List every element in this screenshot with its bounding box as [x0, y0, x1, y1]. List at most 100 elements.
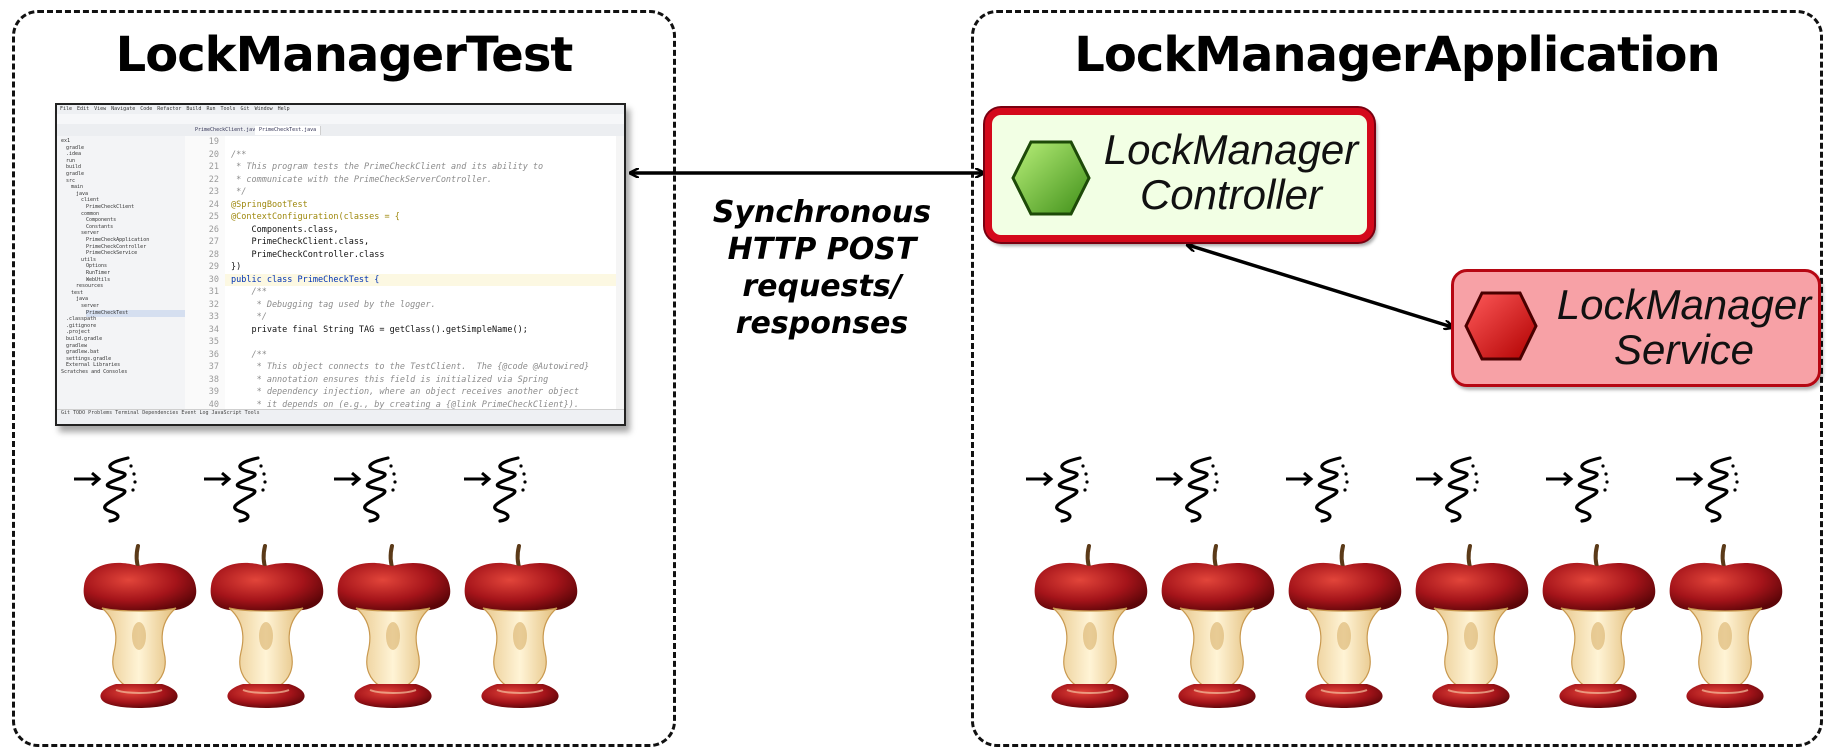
ide-tree-item: gradle — [66, 144, 85, 151]
ide-line-number: 35 — [208, 337, 219, 347]
test-panel: LockManagerTest — [12, 10, 676, 747]
ide-line-number: 38 — [208, 374, 219, 385]
controller-label-line: Controller — [1139, 171, 1323, 219]
ide-menu-item: Build — [186, 106, 202, 112]
ide-tree-item: utils — [81, 256, 97, 263]
ide-code-line: * annotation ensures this field is initi… — [231, 374, 549, 385]
ide-menu-item: Navigate — [111, 106, 136, 112]
ide-line-number: 22 — [208, 174, 219, 185]
ide-tree-item: PrimeCheckTest — [86, 309, 185, 317]
ide-tree-item: common — [81, 210, 100, 217]
ide-code-line: public class PrimeCheckTest { — [231, 274, 380, 285]
service-label-line: Service — [1613, 326, 1755, 374]
protocol-label: Synchronous HTTP POST requests/ response… — [706, 194, 938, 342]
thread-squiggle-icon — [204, 456, 267, 523]
ide-tree-item: server — [81, 303, 100, 309]
ide-menu-item: View — [94, 106, 107, 112]
ide-current-line-highlight — [225, 273, 616, 286]
ide-tree-item: PrimeCheckClient — [86, 204, 135, 210]
ide-menu-item: Code — [140, 106, 153, 112]
ide-statusbar: Git TODO Problems Terminal Dependencies … — [57, 409, 624, 424]
thread-squiggle-icon — [74, 456, 137, 523]
protocol-line: HTTP POST — [727, 232, 917, 267]
ide-code-line: * communicate with the PrimeCheckServerC… — [231, 174, 492, 185]
eaten-apple-core-icon — [1161, 544, 1275, 708]
ide-line-number: 34 — [208, 324, 219, 335]
ide-tree-item: server — [81, 230, 100, 237]
service-label: LockManager Service — [1544, 282, 1824, 373]
ide-menu-item: Help — [277, 106, 290, 112]
ide-code-line: * it depends on (e.g., by creating a {@l… — [231, 399, 579, 410]
ide-tree-item: .project — [66, 329, 91, 336]
ide-line-number: 27 — [208, 237, 219, 247]
eaten-apple-core-icon — [337, 544, 451, 708]
controller-label-line: LockManager — [1103, 126, 1359, 173]
ide-line-number: 36 — [208, 349, 219, 360]
ide-menu-item: Tools — [220, 106, 236, 112]
ide-line-number: 25 — [208, 212, 219, 222]
application-panel: LockManagerApplication — [971, 10, 1823, 747]
eaten-apple-core-icon — [1669, 544, 1783, 708]
ide-menu-item: Run — [206, 106, 216, 112]
eaten-apple-core-icon — [83, 544, 197, 708]
ide-code-line: PrimeCheckController.class — [231, 249, 385, 260]
ide-code-line: /** — [231, 287, 267, 297]
ide-tree-item: java — [76, 190, 89, 197]
ide-line-number: 29 — [208, 262, 219, 272]
ide-tree-item: java — [76, 296, 89, 303]
ide-tree-item: src — [66, 177, 76, 184]
ide-tree-item: External Libraries — [66, 362, 121, 369]
thread-squiggle-icon — [464, 456, 527, 523]
ide-tree-item: PrimeCheckController — [86, 243, 147, 250]
lock-manager-controller: LockManager Controller — [985, 108, 1374, 242]
ide-tree-item: Constants — [86, 223, 114, 230]
controller-service-arrow — [1188, 245, 1452, 327]
ide-tree-item: resources — [76, 283, 104, 290]
ide-line-number: 24 — [208, 199, 219, 210]
ide-menu-item: Git — [240, 106, 250, 112]
protocol-line: Synchronous — [712, 195, 932, 230]
ide-tree-item: PrimeCheckApplication — [86, 237, 150, 243]
ide-tree-item: WebUtils — [86, 276, 111, 283]
ide-code-line: /** — [231, 349, 267, 360]
ide-tree-item: .idea — [66, 151, 82, 158]
application-panel-title: LockManagerApplication — [1074, 27, 1720, 83]
ide-line-number: 39 — [208, 387, 219, 397]
eaten-apple-core-icon — [464, 544, 578, 708]
test-panel-title: LockManagerTest — [115, 27, 574, 83]
thread-squiggle-icon — [1286, 456, 1349, 523]
ide-tree-item: test — [71, 289, 84, 296]
thread-squiggle-icon — [334, 456, 397, 523]
ide-line-number: 23 — [208, 187, 219, 197]
ide-tree-item: gradle — [66, 171, 85, 177]
ide-menu-item: Window — [254, 106, 273, 112]
ide-code-line: Components.class, — [231, 224, 339, 235]
ide-line-number: 31 — [208, 287, 219, 297]
ide-line-number: 33 — [208, 312, 219, 322]
ide-line-number: 19 — [208, 137, 219, 147]
eaten-apple-core-icon — [1288, 544, 1402, 708]
ide-tree-item: Scratches and Consoles — [61, 369, 128, 375]
ide-tree-item: .gitignore — [66, 322, 97, 329]
ide-code-line: /** — [231, 149, 247, 160]
ide-code-line: * Debugging tag used by the logger. — [231, 299, 436, 310]
ide-tree-item: client — [81, 197, 100, 204]
ide-code-line: @ContextConfiguration(classes = { — [231, 212, 400, 222]
green-hexagon-icon — [1011, 140, 1091, 216]
ide-tree-item: run — [66, 157, 76, 164]
ide-code-line: @SpringBootTest — [231, 199, 308, 210]
ide-code-line: PrimeCheckClient.class, — [231, 237, 370, 247]
ide-menu-item: File — [60, 106, 73, 112]
ide-line-number: 32 — [208, 299, 219, 310]
thread-squiggle-icon — [1546, 456, 1609, 523]
ide-line-number: 28 — [208, 249, 219, 260]
ide-tree-item: settings.gradle — [66, 355, 112, 362]
ide-line-number: 37 — [208, 362, 219, 372]
ide-tree-item: ex1 — [61, 138, 71, 144]
ide-code-line: private final String TAG = getClass().ge… — [231, 324, 528, 335]
ide-code-line: }) — [231, 262, 242, 272]
ide-code-line: */ — [231, 187, 247, 197]
